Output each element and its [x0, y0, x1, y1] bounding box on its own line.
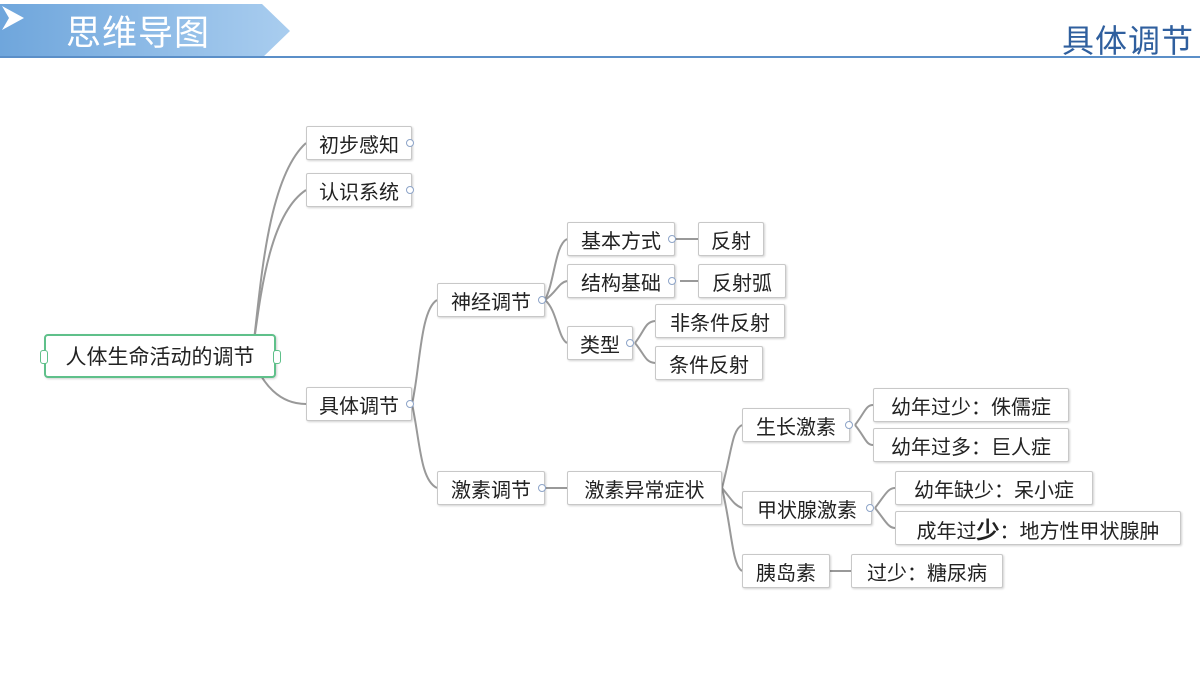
node-growth-low[interactable]: 幼年过少：侏儒症	[873, 388, 1069, 422]
root-node-label: 人体生命活动的调节	[65, 345, 255, 369]
node-insulin[interactable]: 胰岛素	[742, 554, 830, 588]
node-label: 过少：糖尿病	[867, 560, 987, 585]
label-emphasis: 少	[976, 517, 1000, 544]
node-thyroid-adult[interactable]: 成年过少：地方性甲状腺肿	[895, 511, 1181, 545]
node-conditioned-reflex[interactable]: 条件反射	[655, 346, 763, 380]
expand-toggle-icon[interactable]	[406, 186, 414, 194]
header-tab: 思维导图	[0, 4, 290, 58]
node-thyroid-child[interactable]: 幼年缺少：呆小症	[895, 471, 1093, 505]
node-label: 神经调节	[451, 289, 531, 314]
node-label: 幼年过少：侏儒症	[891, 394, 1051, 419]
arrow-head-icon	[2, 6, 24, 30]
collapse-toggle-icon[interactable]	[40, 350, 48, 364]
node-reflex-arc[interactable]: 反射弧	[698, 264, 786, 298]
node-basic-way[interactable]: 基本方式	[567, 222, 675, 256]
node-label: 反射	[711, 228, 751, 253]
node-label: 反射弧	[712, 270, 772, 295]
collapse-toggle-icon[interactable]	[273, 350, 281, 364]
node-nerve-regulation[interactable]: 神经调节	[437, 283, 545, 317]
node-reflex[interactable]: 反射	[698, 222, 764, 256]
collapse-toggle-icon[interactable]	[626, 339, 634, 347]
node-label: 认识系统	[319, 179, 399, 204]
node-hormone-abnormal[interactable]: 激素异常症状	[567, 471, 722, 505]
node-label: 结构基础	[581, 270, 661, 295]
node-label: 条件反射	[669, 352, 749, 377]
node-know-systems[interactable]: 认识系统	[306, 173, 412, 207]
node-label: 胰岛素	[756, 560, 816, 585]
collapse-toggle-icon[interactable]	[406, 400, 414, 408]
header-tab-shape	[0, 4, 290, 58]
collapse-toggle-icon[interactable]	[538, 296, 546, 304]
node-growth-hormone[interactable]: 生长激素	[742, 408, 850, 442]
node-label: 基本方式	[581, 228, 661, 253]
header-divider	[0, 56, 1200, 58]
node-label: 生长激素	[756, 414, 836, 439]
node-thyroid-hormone[interactable]: 甲状腺激素	[742, 491, 872, 525]
page-title: 思维导图	[66, 14, 211, 54]
collapse-toggle-icon[interactable]	[866, 504, 874, 512]
node-label: 成年过少：地方性甲状腺肿	[917, 511, 1160, 545]
node-growth-high[interactable]: 幼年过多：巨人症	[873, 428, 1069, 462]
node-hormone-regulation[interactable]: 激素调节	[437, 471, 545, 505]
collapse-toggle-icon[interactable]	[538, 484, 546, 492]
node-initial-perception[interactable]: 初步感知	[306, 126, 412, 160]
collapse-toggle-icon[interactable]	[668, 277, 676, 285]
label-part: ：地方性甲状腺肿	[999, 519, 1160, 543]
node-label: 非条件反射	[670, 310, 770, 335]
node-label: 激素调节	[451, 477, 531, 502]
node-label: 激素异常症状	[584, 477, 705, 502]
collapse-toggle-icon[interactable]	[845, 421, 853, 429]
collapse-toggle-icon[interactable]	[668, 235, 676, 243]
node-label: 幼年过多：巨人症	[891, 434, 1051, 459]
node-structure-basis[interactable]: 结构基础	[567, 264, 675, 298]
label-part: 成年过	[916, 519, 977, 543]
node-unconditioned-reflex[interactable]: 非条件反射	[655, 304, 785, 338]
node-label: 具体调节	[319, 393, 399, 418]
node-label: 幼年缺少：呆小症	[914, 477, 1074, 502]
node-specific-regulation[interactable]: 具体调节	[306, 387, 412, 421]
node-label: 类型	[580, 332, 620, 357]
expand-toggle-icon[interactable]	[406, 139, 414, 147]
node-label: 初步感知	[319, 132, 399, 157]
node-insulin-low[interactable]: 过少：糖尿病	[851, 554, 1003, 588]
node-type[interactable]: 类型	[567, 326, 633, 360]
section-title: 具体调节	[1061, 22, 1194, 60]
root-node[interactable]: 人体生命活动的调节	[44, 334, 276, 378]
node-label: 甲状腺激素	[757, 497, 857, 522]
